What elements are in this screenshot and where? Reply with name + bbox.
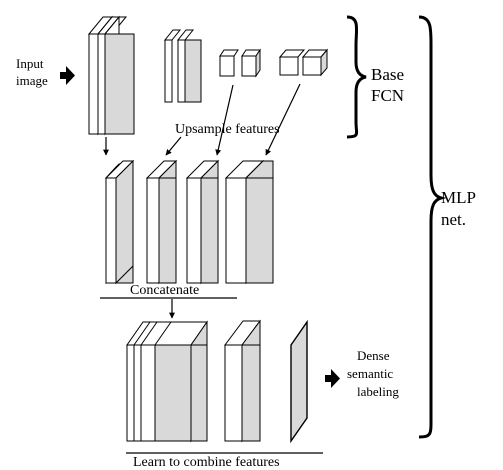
upsampled-feature-3	[185, 159, 220, 285]
mlp-output-layer	[290, 319, 308, 444]
upsampled-feature-1	[104, 159, 135, 285]
base-fcn-brace	[346, 15, 367, 139]
mlp-net-label-line2: net.	[441, 210, 466, 229]
input-image-label-line1: Input	[16, 56, 44, 71]
dense-label-line1: Dense	[357, 348, 390, 363]
dense-label-line3: labeling	[357, 384, 399, 399]
mlp-net-label-line1: MLP	[441, 188, 476, 207]
base-fcn-label-line2: FCN	[371, 86, 404, 105]
upsampled-feature-4	[224, 159, 274, 285]
input-conv-front	[96, 15, 135, 136]
input-image-label-line2: image	[16, 73, 48, 88]
output-arrow	[325, 369, 340, 388]
upsample-features-label: Upsample features	[175, 122, 280, 137]
conv-block-small-1	[163, 29, 202, 103]
concatenated-stack	[126, 320, 208, 443]
mlp-hidden-layer	[224, 319, 261, 443]
upsample-arrows	[103, 83, 301, 156]
upsampled-feature-2	[145, 159, 178, 285]
conv-block-small-2	[219, 48, 261, 78]
dense-label-line2: semantic	[347, 366, 393, 381]
conv-block-small-3	[278, 48, 329, 77]
input-arrow	[60, 66, 75, 85]
mlp-net-brace	[418, 15, 447, 439]
learn-combine-label: Learn to combine features	[133, 455, 280, 470]
concatenate-label: Concatenate	[130, 283, 199, 298]
base-fcn-label-line1: Base	[371, 65, 404, 84]
